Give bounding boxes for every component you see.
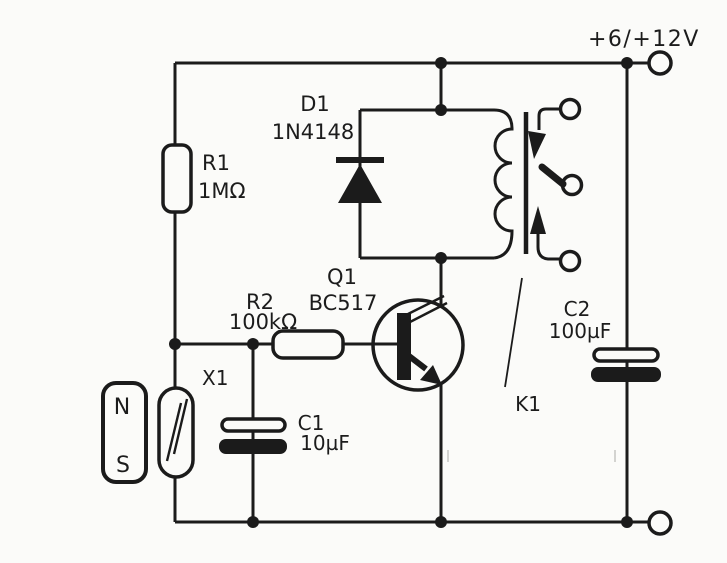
magnet-south-label: S [116,453,130,478]
junction-dot [435,252,447,264]
reed-switch-x1: X1 [157,366,228,479]
d1-ref-label: D1 [300,92,330,116]
relay-top-contact-lead [537,107,560,130]
collector-lead-b [407,294,445,316]
r2-value-label: 100kΩ [229,310,297,334]
reed-switch-envelope [157,386,195,479]
relay-pole-lever [538,163,567,188]
r2-ref-label: R2 [246,290,274,314]
capacitor-c2: C2 100µF [549,297,661,382]
c2-ref-label: C2 [564,297,591,321]
junction-dot [621,516,633,528]
diode-triangle [338,164,382,203]
r1-value-label: 1MΩ [198,179,246,203]
scan-artifacts [447,450,616,462]
resistor-r1-body [161,143,193,214]
junction-dot [435,57,447,69]
c1-value-label: 10µF [300,431,350,455]
junction-dot [169,338,181,350]
junction-dot [247,338,259,350]
relay-bottom-contact-arrow [530,206,546,234]
c1-ref-label: C1 [298,411,325,435]
d1-value-label: 1N4148 [272,120,355,144]
relay-top-contact-arrow [528,131,546,159]
emitter-lead [407,353,428,372]
resistor-r2: R2 100kΩ [229,290,345,360]
junction-dot [247,516,259,528]
relay-bottom-contact-lead [536,234,560,261]
reed-blade-a [165,402,183,462]
terminals: +6/+12V [588,27,700,536]
relay-coil [493,108,514,260]
transistor-q1: Q1 BC517 [309,265,465,392]
q1-value-label: BC517 [309,291,378,315]
reed-blade-b [172,398,189,455]
diode-d1: D1 1N4148 [272,92,384,203]
c1-bottom-plate [219,439,287,454]
junction-dots [169,57,633,528]
resistor-r2-body [271,329,345,360]
junction-dot [435,516,447,528]
magnet-body [101,381,148,484]
junction-dot [435,104,447,116]
c2-top-plate [592,347,660,363]
q1-ref-label: Q1 [327,265,357,289]
emitter-arrow [420,365,442,385]
k1-pointer-line [504,277,523,388]
junction-dot [621,57,633,69]
c2-bottom-plate [591,367,661,382]
resistor-r1: R1 1MΩ [161,143,246,214]
magnet: N S [101,381,148,484]
return-terminal [647,510,673,536]
relay-k1: K1 [493,97,584,416]
x1-ref-label: X1 [202,366,228,390]
k1-ref-label: K1 [515,392,541,416]
r1-ref-label: R1 [202,151,230,175]
relay-contact-top-terminal [558,97,582,121]
capacitor-c1: C1 10µF [219,411,350,455]
supply-terminal [647,50,673,76]
c2-value-label: 100µF [549,319,611,343]
base-bar [397,313,411,380]
c1-top-plate [220,417,287,433]
relay-contact-bottom-terminal [558,249,582,273]
supply-label: +6/+12V [588,27,700,52]
magnet-north-label: N [114,395,130,420]
collector-lead-a [409,301,448,324]
